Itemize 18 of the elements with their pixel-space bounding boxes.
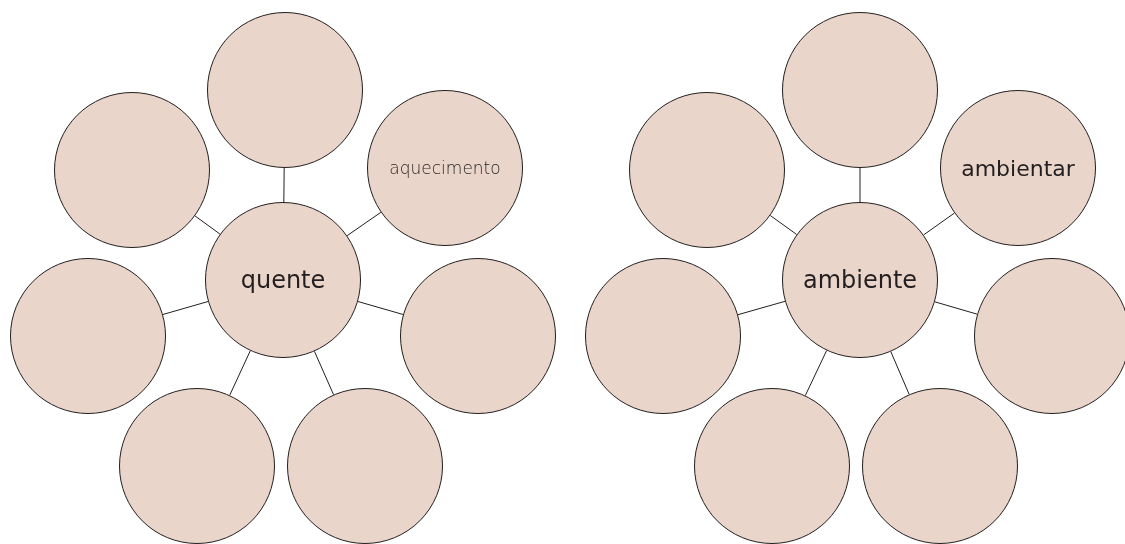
node-label: aquecimento — [389, 158, 501, 178]
connector-line — [737, 300, 786, 316]
node-label: ambiente — [802, 266, 918, 294]
node-label: ambientar — [961, 155, 1075, 181]
connector-line — [934, 301, 978, 315]
connector-line — [283, 167, 285, 203]
connector-line — [346, 211, 382, 237]
connector-line — [194, 215, 221, 235]
connector-line — [162, 301, 209, 315]
connector-line — [890, 351, 910, 395]
connector-line — [229, 350, 251, 396]
connector-line — [859, 167, 861, 203]
connector-line — [313, 350, 335, 396]
node-label: quente — [240, 266, 326, 294]
connector-line — [804, 350, 828, 396]
connector-line — [923, 212, 955, 236]
connector-line — [769, 215, 798, 235]
connector-line — [357, 301, 404, 315]
